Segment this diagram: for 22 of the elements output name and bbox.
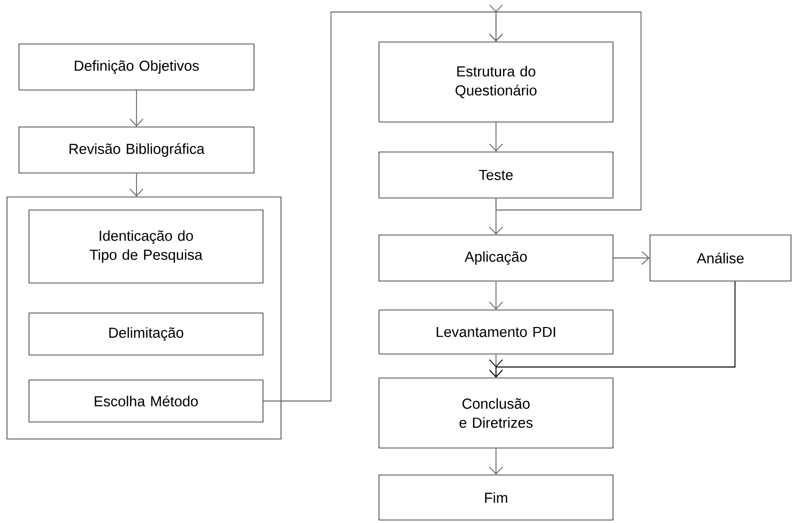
arrow	[130, 172, 144, 197]
arrow	[489, 4, 642, 210]
arrow	[489, 280, 736, 378]
arrow	[130, 90, 144, 127]
process-box: Delimitação	[28, 312, 264, 356]
group-box	[6, 196, 282, 440]
process-box: Definição Objetivos	[18, 44, 254, 90]
process-box: Fim	[378, 474, 614, 520]
process-box: Revisão Bibliográfica	[18, 126, 254, 174]
process-box: Teste	[378, 152, 614, 198]
process-box: Escolha Método	[28, 380, 264, 422]
process-box: Análise	[650, 234, 792, 282]
process-box: Estrutura do Questionário	[378, 42, 614, 122]
arrow	[489, 198, 503, 235]
process-box: Conclusão e Diretrizes	[378, 378, 614, 448]
arrow	[489, 448, 503, 475]
arrow	[489, 280, 503, 310]
process-box: Identicação do Tipo de Pesquisa	[28, 210, 264, 284]
arrow	[489, 122, 503, 152]
arrow	[612, 251, 650, 265]
process-box: Aplicação	[378, 234, 614, 282]
process-box: Levantamento PDI	[378, 310, 614, 354]
